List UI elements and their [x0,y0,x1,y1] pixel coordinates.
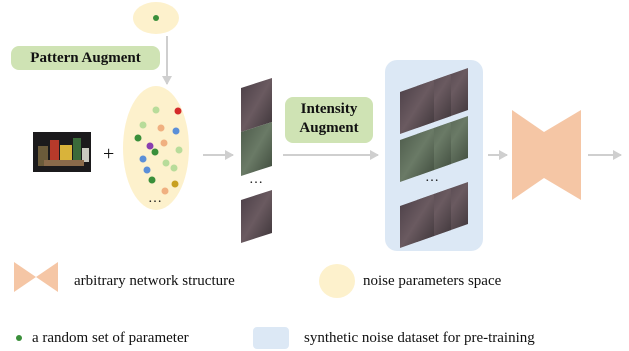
network-shape [512,110,544,200]
param-dot [175,146,183,154]
param-dot [148,176,156,184]
param-dot [152,106,160,114]
ellipsis-images: … [249,172,263,187]
legend-dataset-label: synthetic noise dataset for pre-training [304,330,535,346]
legend-noise-space-label: noise parameters space [363,273,502,289]
intensity-augment-line1: Intensity [300,101,358,117]
dataset-images [400,68,468,248]
clean-input-image [33,132,91,172]
dataset-image [400,128,434,182]
param-dot [157,124,165,132]
random-param-dot [153,15,159,21]
param-dot [161,187,169,195]
param-dot [139,155,147,163]
legend-network-icon [14,262,36,292]
param-dot [134,134,142,142]
legend-network-label: arbitrary network structure [74,273,235,289]
param-dot [171,180,179,188]
intensity-augment-label: Intensity Augment [285,97,373,143]
ellipsis-dataset: … [425,170,439,185]
legend-dataset-icon [253,327,289,349]
noisy-image-column [241,78,272,243]
param-dot [143,166,151,174]
noisy-image [241,190,272,243]
intensity-augment-line2: Augment [299,120,359,136]
ellipsis-param: … [148,191,162,206]
legend-network-icon [36,262,58,292]
param-dot [151,148,159,156]
param-dots [134,106,183,195]
noise-space-ellipse [123,86,189,210]
noisy-image [241,78,272,132]
dataset-image [400,80,434,134]
legend-random-param-label: a random set of parameter [32,330,189,346]
legend-random-param-icon [16,335,22,341]
noisy-image [241,122,272,176]
legend-noise-space-icon [319,264,355,298]
param-dot [160,139,168,147]
plus-sign: + [103,143,115,165]
pattern-augment-label: Pattern Augment [11,46,160,70]
param-dot [174,107,182,115]
param-dot [170,164,178,172]
param-dot [146,142,154,150]
network-shape [544,110,581,200]
dataset-image [400,194,434,248]
param-dot [172,127,180,135]
param-dot [162,159,170,167]
param-dot [139,121,147,129]
